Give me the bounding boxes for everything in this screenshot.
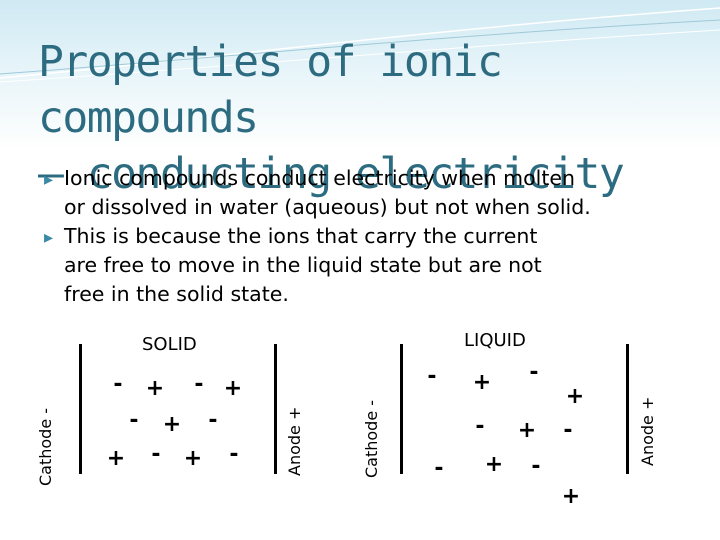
bullet-2: ▸ This is because the ions that carry th… xyxy=(44,222,704,309)
bullet-1: ▸ Ionic compounds conduct electricity wh… xyxy=(44,164,704,222)
solid-ion: + xyxy=(162,412,182,437)
bullet-2-line-1: This is because the ions that carry the … xyxy=(64,224,538,248)
liquid-ion: + xyxy=(484,452,504,477)
liquid-ion: + xyxy=(565,384,585,409)
liquid-ion: - xyxy=(563,418,573,443)
solid-label: SOLID xyxy=(142,334,197,355)
bullet-2-line-2: are free to move in the liquid state but… xyxy=(64,253,542,277)
bullet-arrow-icon: ▸ xyxy=(44,227,54,248)
solid-ion: - xyxy=(194,372,204,397)
title-line-1: Properties of ionic compounds xyxy=(38,37,503,143)
solid-cathode-electrode xyxy=(79,344,82,474)
solid-ion: - xyxy=(129,408,139,433)
solid-ion: - xyxy=(113,372,123,397)
solid-ion: + xyxy=(106,446,126,471)
liquid-cathode-electrode xyxy=(400,344,403,474)
liquid-anode-label: Anode + xyxy=(638,396,657,466)
solid-anode-label: Anode + xyxy=(285,406,304,476)
solid-ion: + xyxy=(183,446,203,471)
liquid-ion: - xyxy=(531,454,541,479)
solid-cathode-label: Cathode - xyxy=(36,407,55,486)
solid-ion: + xyxy=(223,376,243,401)
liquid-ion: - xyxy=(427,364,437,389)
liquid-ion: - xyxy=(529,360,539,385)
bullet-2-line-3: free in the solid state. xyxy=(64,282,289,306)
liquid-ion: - xyxy=(475,414,485,439)
title-line-2: – conducting electricity xyxy=(38,149,625,199)
solid-ion: - xyxy=(151,442,161,467)
header-decoration xyxy=(0,7,720,83)
liquid-ion: + xyxy=(561,484,581,509)
bullet-1-line-1: Ionic compounds conduct electricity when… xyxy=(64,166,575,190)
liquid-anode-electrode xyxy=(626,344,629,474)
bullet-1-line-2: or dissolved in water (aqueous) but not … xyxy=(64,195,591,219)
header-band xyxy=(0,0,720,150)
liquid-ion: + xyxy=(517,418,537,443)
solid-ion: - xyxy=(229,442,239,467)
liquid-ion: - xyxy=(434,456,444,481)
liquid-ion: + xyxy=(472,370,492,395)
bullet-list: ▸ Ionic compounds conduct electricity wh… xyxy=(44,164,704,309)
solid-anode-electrode xyxy=(274,344,277,474)
liquid-cathode-label: Cathode - xyxy=(362,399,381,478)
liquid-label: LIQUID xyxy=(464,330,526,351)
slide-title: Properties of ionic compounds – conducti… xyxy=(38,34,708,202)
solid-ion: + xyxy=(145,376,165,401)
solid-ion: - xyxy=(208,408,218,433)
bullet-arrow-icon: ▸ xyxy=(44,169,54,190)
